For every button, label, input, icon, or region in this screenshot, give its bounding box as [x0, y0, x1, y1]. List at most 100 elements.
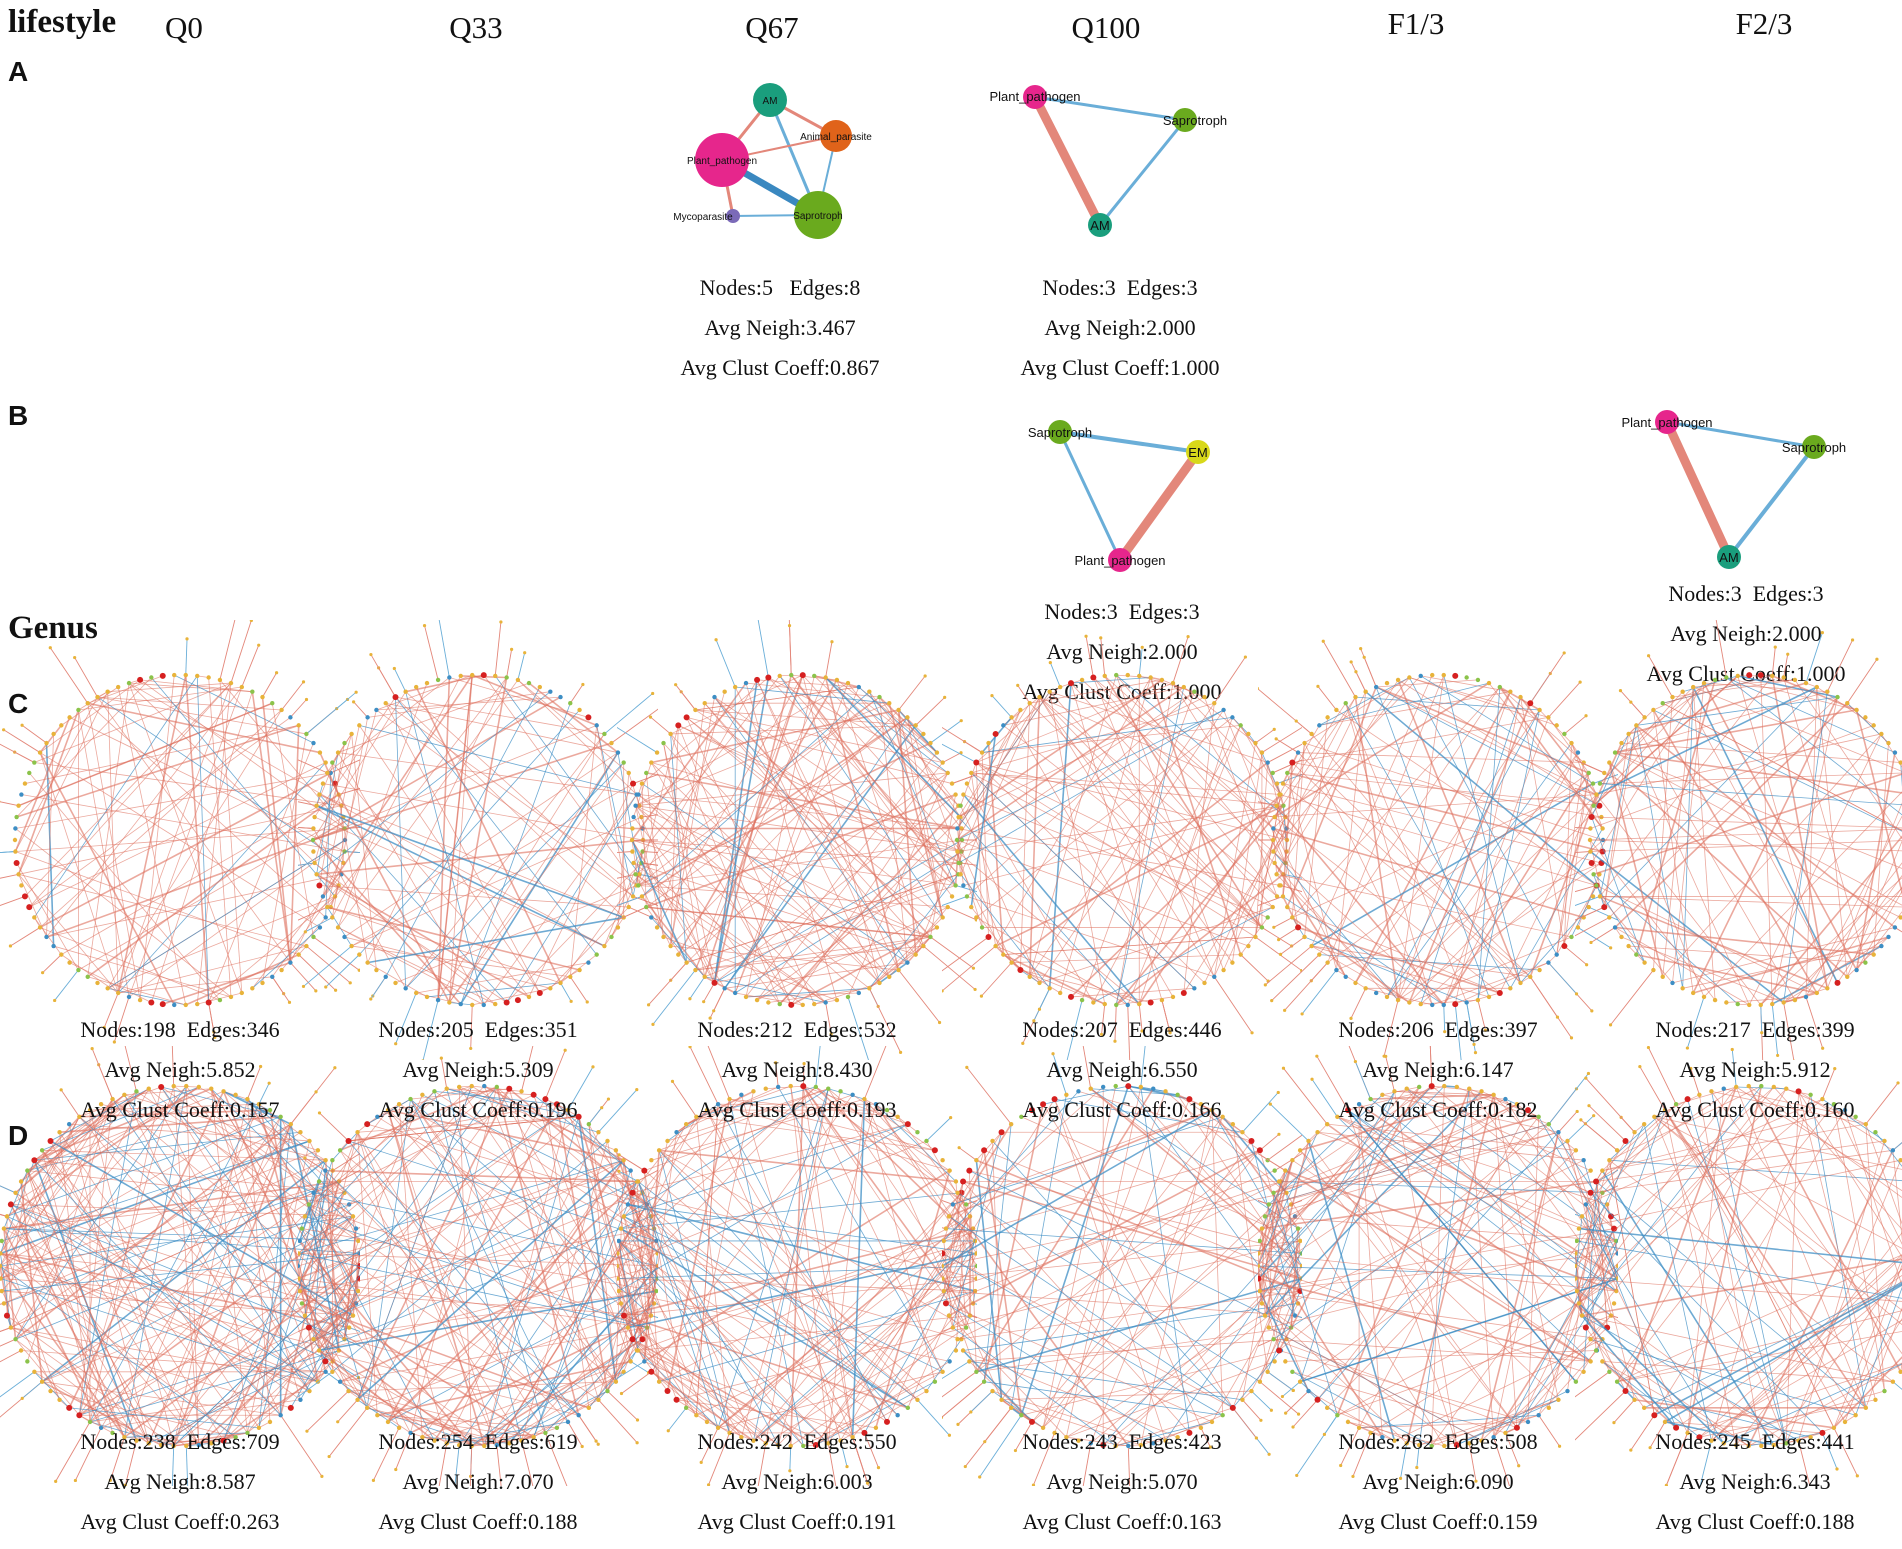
genus-node: [1441, 1002, 1446, 1008]
genus-node: [1018, 707, 1023, 713]
genus-leaf-node: [1291, 1388, 1295, 1393]
genus-edge: [1567, 1181, 1598, 1392]
genus-leaf-node: [947, 1433, 952, 1437]
genus-node: [1277, 883, 1282, 888]
genus-node: [1496, 989, 1503, 996]
genus-edge: [686, 717, 943, 918]
genus-edge: [632, 1123, 908, 1194]
genus-node: [542, 1096, 549, 1103]
genus-node: [95, 694, 100, 700]
genus-edge: [779, 675, 944, 918]
genus-edge: [434, 1091, 657, 1242]
genus-edge: [995, 677, 1151, 947]
genus-node: [1309, 943, 1314, 949]
genus-edge: [1029, 702, 1215, 978]
genus-node: [1660, 974, 1665, 979]
genus-spoke: [1271, 954, 1320, 1001]
genus-edge: [313, 1192, 400, 1428]
genus-edge: [1595, 1086, 1737, 1182]
genus-node: [1892, 925, 1898, 930]
genus-node: [1138, 1084, 1144, 1090]
genus-spoke: [618, 1170, 639, 1182]
genus-node: [1701, 994, 1707, 1000]
genus-edge: [0, 1116, 80, 1279]
genus-edge: [1635, 679, 1716, 955]
genus-node: [1721, 1086, 1726, 1091]
genus-edge: [695, 1104, 719, 1416]
genus-node: [800, 1002, 805, 1008]
genus-edge: [318, 1216, 652, 1351]
genus-leaf-node: [1168, 1031, 1172, 1035]
genus-node: [1274, 803, 1279, 808]
genus-spoke: [171, 1046, 175, 1087]
genus-edge: [1493, 1094, 1615, 1229]
genus-leaf-node: [112, 1040, 116, 1044]
genus-edge: [1308, 1140, 1518, 1429]
genus-node: [615, 925, 621, 930]
genus-edge: [46, 827, 345, 938]
genus-edge: [459, 1086, 617, 1151]
genus-spoke: [567, 1066, 594, 1111]
genus-edge: [357, 1132, 546, 1434]
genus-edge: [1319, 682, 1490, 726]
genus-node: [1709, 1438, 1714, 1443]
genus-node: [126, 994, 132, 1000]
genus-edge: [1599, 686, 1694, 784]
genus-edge: [1538, 1228, 1615, 1416]
genus-edge: [69, 1123, 310, 1142]
genus-edge: [1406, 1088, 1591, 1171]
genus-edge: [635, 772, 948, 807]
genus-node: [342, 740, 347, 746]
genus-node: [799, 672, 806, 679]
genus-node: [867, 689, 872, 694]
genus-edge: [1794, 862, 1902, 1001]
genus-edge: [100, 1123, 292, 1428]
genus-node: [245, 1096, 250, 1102]
genus-edge: [308, 1094, 534, 1205]
genus-node: [346, 1325, 352, 1330]
genus-node: [715, 1102, 721, 1107]
genus-node: [1454, 1084, 1460, 1090]
genus-leaf-node: [1272, 727, 1276, 731]
genus-spoke: [617, 1200, 629, 1205]
genus-node: [515, 677, 521, 683]
genus-edge: [471, 674, 597, 727]
genus-edge: [1273, 696, 1356, 852]
genus-edge: [1443, 752, 1579, 1006]
genus-edge: [337, 927, 496, 1005]
genus-spoke: [942, 752, 962, 763]
genus-node: [1040, 1101, 1047, 1108]
genus-node: [122, 1434, 127, 1440]
genus-spoke: [1602, 1185, 1618, 1194]
genus-edge: [385, 702, 619, 753]
genus-edge: [1571, 742, 1597, 795]
genus-node: [1479, 1438, 1484, 1443]
genus-node: [990, 1388, 995, 1394]
genus-edge: [729, 1099, 804, 1446]
genus-node: [519, 1438, 524, 1443]
genus-edge: [714, 794, 956, 984]
genus-edge: [533, 1094, 631, 1171]
genus-edge: [1664, 1284, 1902, 1423]
genus-edge: [704, 976, 736, 994]
genus-node: [76, 1412, 83, 1419]
genus-edge: [87, 683, 130, 977]
genus-edge: [1628, 709, 1654, 735]
genus-edge: [1279, 1181, 1603, 1194]
genus-edge: [963, 1303, 1299, 1351]
genus-edge: [1576, 1290, 1610, 1372]
genus-node: [618, 1226, 624, 1231]
genus-node: [1602, 770, 1607, 776]
genus-leaf-node: [1277, 937, 1281, 942]
genus-edge: [299, 1290, 652, 1317]
genus-spoke: [1385, 1056, 1395, 1092]
genus-edge: [617, 1116, 697, 1279]
genus-node: [25, 1359, 30, 1364]
genus-node: [95, 980, 100, 986]
genus-node: [458, 673, 463, 679]
genus-edge: [897, 709, 938, 754]
genus-node: [1430, 672, 1435, 678]
genus-edge: [714, 696, 961, 864]
genus-spoke: [395, 1432, 411, 1470]
genus-leaf-node: [392, 666, 396, 671]
